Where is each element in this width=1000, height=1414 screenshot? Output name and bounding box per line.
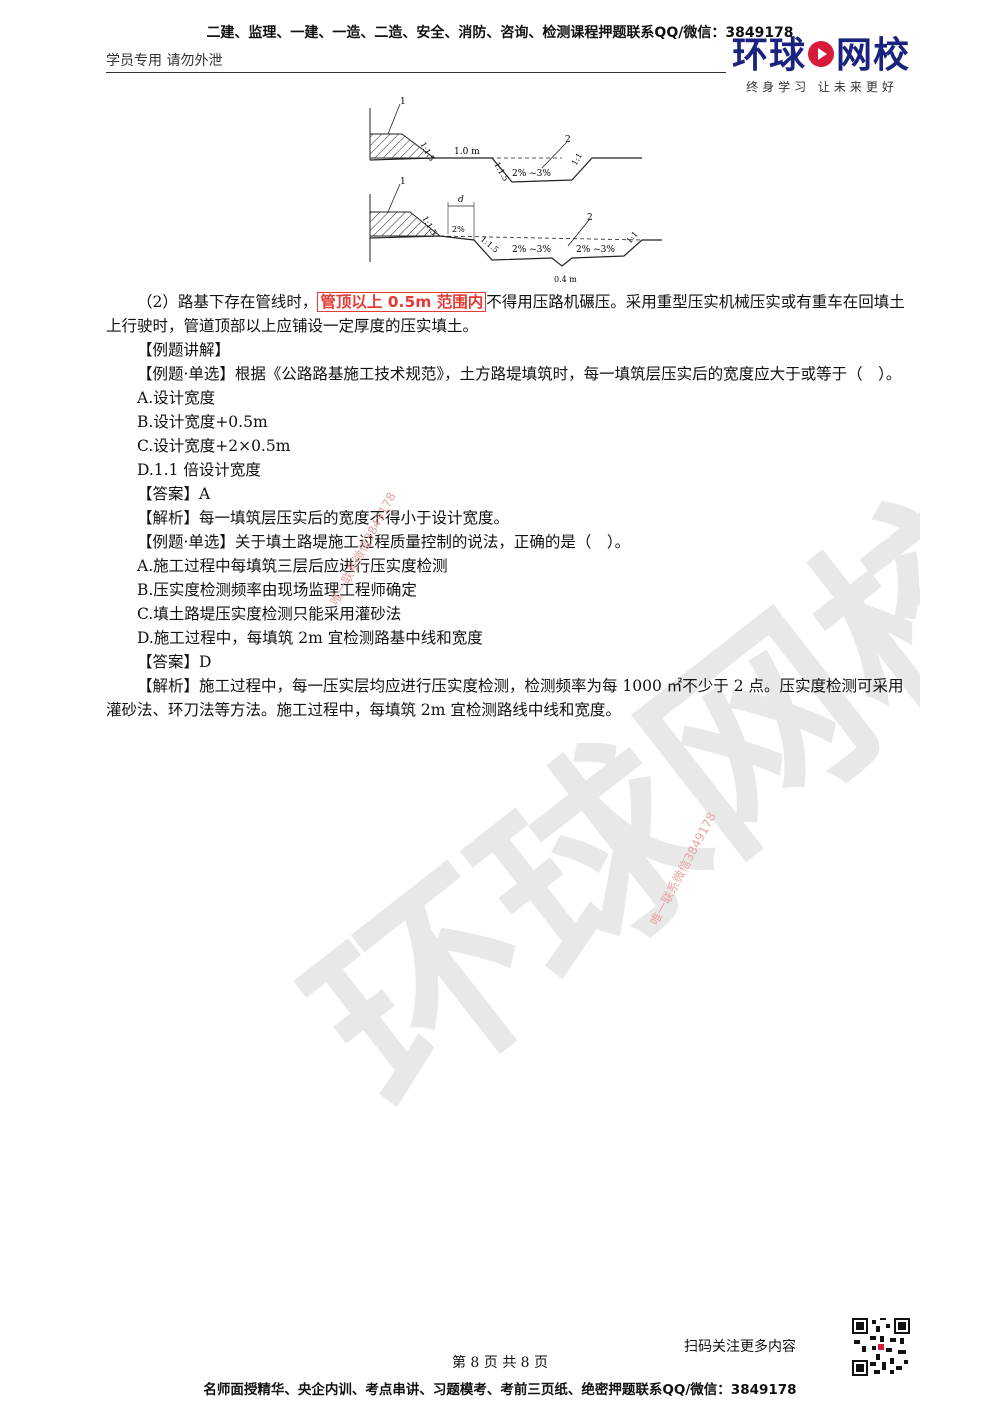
page-number: 第 8 页 共 8 页: [451, 1355, 549, 1371]
header-banner: 二建、监理、一建、一造、二造、安全、消防、咨询、检测课程押题联系QQ/微信：38…: [206, 25, 794, 41]
footer-banner: 名师面授精华、央企内训、考点串讲、习题模考、考前三页纸、绝密押题联系QQ/微信：…: [203, 1382, 797, 1398]
para1-post: 不得用压路机碾压。采用重型压实机械压实或有重车在回填土上行驶时，管道顶部以上应铺…: [106, 293, 905, 335]
fig-width: 1.0 m: [454, 147, 480, 157]
fig-b-width: 0.4 m: [554, 275, 577, 284]
logo-text-a: 环球: [732, 35, 807, 76]
header-note: 学员专用 请勿外泄: [106, 53, 223, 69]
q1-analysis: 【解析】每一填筑层压实后的宽度不得小于设计宽度。: [137, 509, 510, 527]
fig-grade: 2% ~3%: [512, 169, 551, 179]
paragraph-pipeline: （2）路基下存在管线时，管顶以上 0.5m 范围内不得用压路机碾压。采用重型压实…: [106, 290, 914, 338]
q2-analysis: 【解析】施工过程中，每一压实层均应进行压实度检测，检测频率为每 1000 ㎡不少…: [106, 677, 904, 719]
fig-slope-b: 1:1.5: [492, 161, 510, 183]
q1-option-b: B.设计宽度+0.5m: [137, 413, 268, 431]
question-1: 【例题·单选】根据《公路路基施工技术规范》，土方路堤填筑时，每一填筑层压实后的宽…: [137, 365, 902, 383]
logo-wordmark: 环球网校: [732, 36, 912, 76]
fig-label-1: 1: [400, 97, 406, 107]
para1-pre: （2）路基下存在管线时，: [137, 293, 318, 311]
fig-slope-c: 1:1: [570, 151, 584, 167]
fig-b-slope-c: 1:1: [625, 230, 640, 246]
bottom-section: 1 2 d 1:1.5 1:1.5 1:1 2% 2% ~3% 2% ~3% 0…: [369, 177, 662, 284]
q1-option-d: D.1.1 倍设计宽度: [137, 461, 261, 479]
top-section: 1 2 1:1.5 1:1.5 1:1 1.0 m 2% ~3%: [369, 97, 642, 183]
brand-logo: 环球网校 终身学习 让未来更好: [732, 36, 912, 100]
fig-b-grade-b: 2% ~3%: [576, 245, 615, 255]
q2-answer: 【答案】D: [137, 653, 212, 671]
q2-option-a: A.施工过程中每填筑三层后应进行压实度检测: [137, 557, 448, 575]
example-title: 【例题讲解】: [137, 341, 231, 359]
fig-b-label-2: 2: [587, 213, 593, 223]
fig-b-slope-b: 1:1.5: [479, 235, 501, 255]
q2-option-d: D.施工过程中，每填筑 2m 宜检测路基中线和宽度: [137, 629, 483, 647]
question-2: 【例题·单选】关于填土路堤施工过程质量控制的说法，正确的是（ ）。: [137, 533, 631, 551]
qr-caption: 扫码关注更多内容: [684, 1339, 796, 1355]
fig-label-2: 2: [565, 135, 571, 145]
q1-option-a: A.设计宽度: [137, 389, 216, 407]
watermark-contact-b: 唯一联系微信3849178: [647, 810, 719, 928]
fig-b-pct: 2%: [452, 225, 465, 234]
q2-option-b: B.压实度检测频率由现场监理工程师确定: [137, 581, 417, 599]
q2-option-c: C.填土路堤压实度检测只能采用灌砂法: [137, 605, 402, 623]
highlight-text: 管顶以上 0.5m 范围内: [317, 292, 487, 312]
main-content: （2）路基下存在管线时，管顶以上 0.5m 范围内不得用压路机碾压。采用重型压实…: [106, 290, 914, 722]
fig-b-d: d: [458, 195, 464, 205]
logo-slogan: 终身学习 让未来更好: [746, 80, 898, 94]
q1-option-c: C.设计宽度+2×0.5m: [137, 437, 291, 455]
fig-b-label-1: 1: [400, 177, 406, 187]
play-icon: [808, 41, 835, 67]
fig-b-grade-a: 2% ~3%: [512, 245, 551, 255]
logo-text-b: 网校: [836, 35, 911, 76]
qr-code-icon[interactable]: [852, 1318, 910, 1376]
header-rule: [106, 72, 726, 73]
q1-answer: 【答案】A: [137, 485, 211, 503]
roadbed-cross-section-figure: 1 2 1:1.5 1:1.5 1:1 1.0 m 2% ~3% 1 2 d 1…: [369, 97, 662, 284]
